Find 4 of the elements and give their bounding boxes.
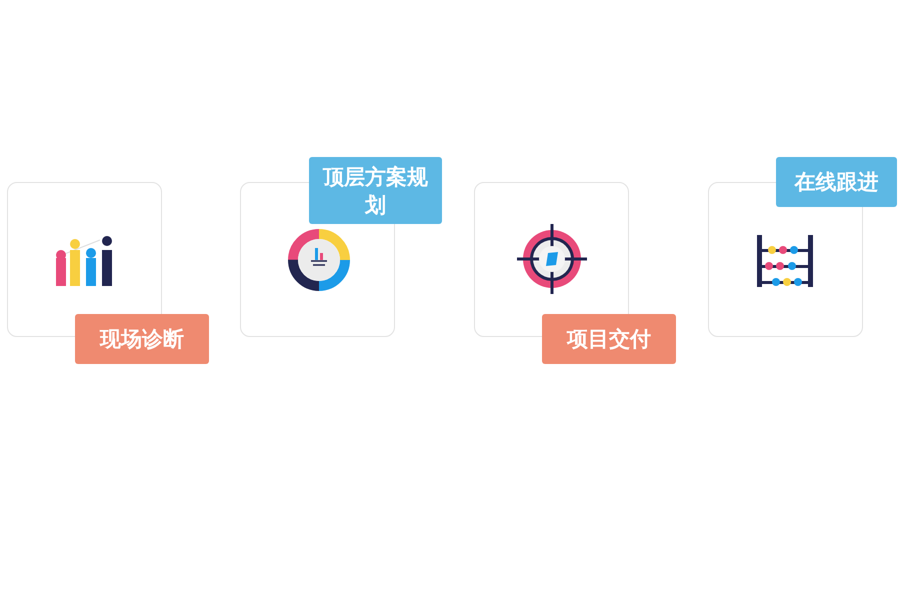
step-label: 项目交付: [542, 314, 676, 364]
step-label: 现场诊断: [75, 314, 209, 364]
step-label: 顶层方案规划: [309, 157, 442, 224]
step-label: 在线跟进: [776, 157, 897, 207]
